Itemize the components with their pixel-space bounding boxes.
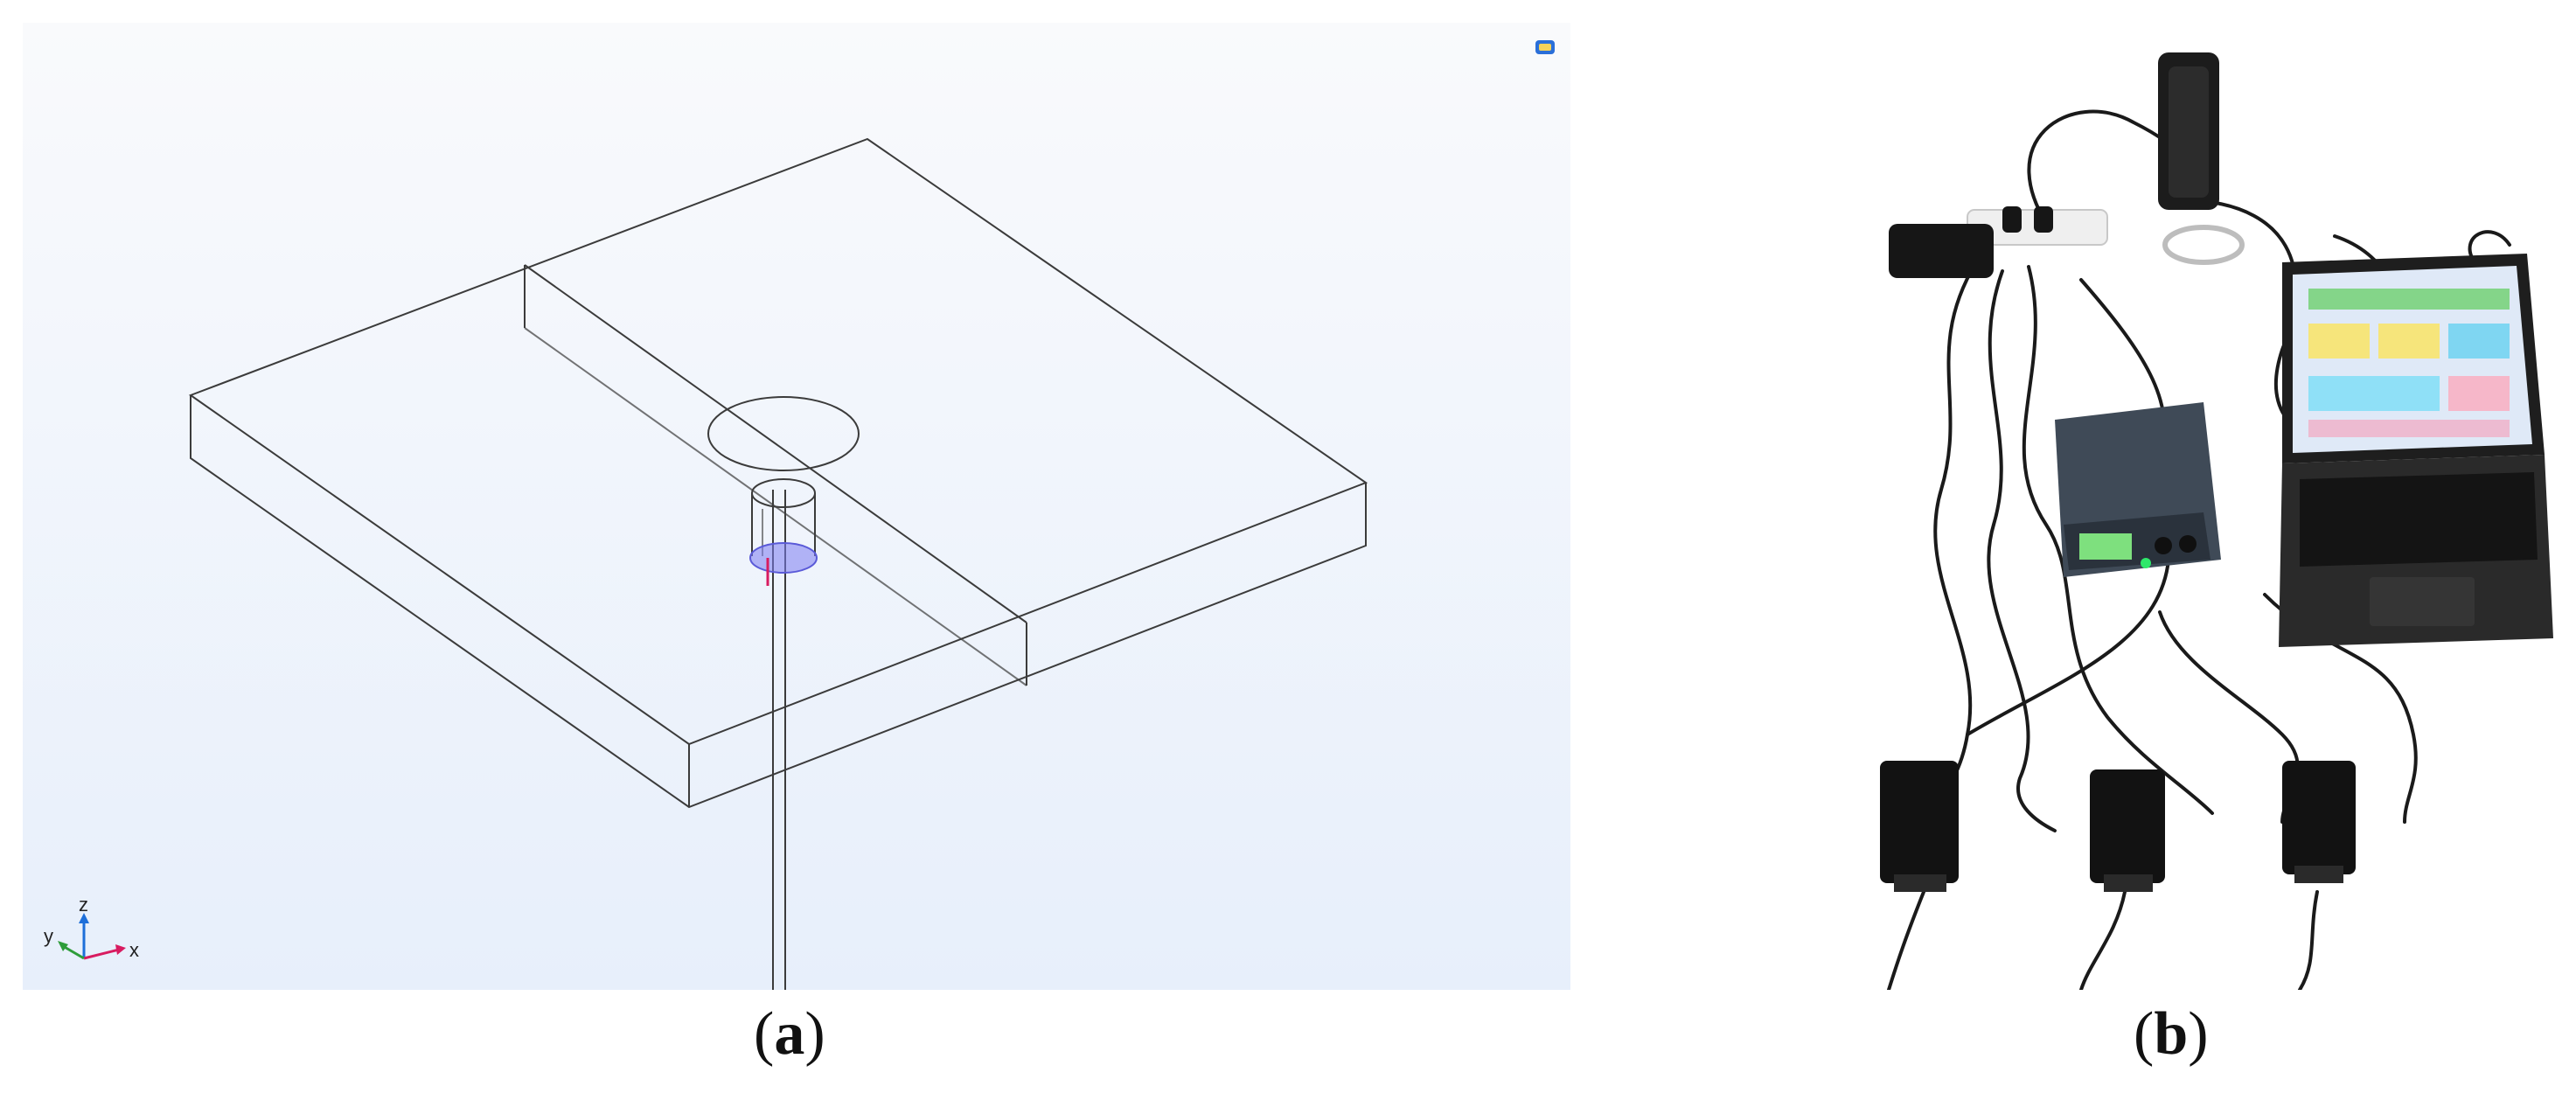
wireframe-model: z x y — [44, 40, 1555, 990]
sensor-node-left — [1880, 761, 1959, 892]
power-adapters — [1889, 224, 1994, 278]
viewport-toggle-icon[interactable] — [1535, 40, 1555, 54]
simulation-viewport: z x y — [23, 23, 1570, 990]
feed-cylinder-top — [751, 478, 816, 508]
axis-x-label: x — [129, 939, 139, 961]
axis-triad: z x y — [44, 894, 139, 961]
caption-a: (a) — [754, 1000, 825, 1068]
sensor-node-middle — [2090, 769, 2165, 892]
signal-acquisition-unit — [2055, 402, 2221, 577]
axis-z-label: z — [79, 894, 88, 916]
caption-b: (b) — [2134, 1000, 2209, 1068]
sensor-node-right — [2282, 761, 2356, 883]
plug-1 — [2002, 206, 2022, 233]
experimental-setup-photo — [1793, 35, 2571, 990]
setup-illustration — [1880, 52, 2553, 990]
axis-y-label: y — [44, 925, 53, 947]
port-disk — [749, 542, 818, 574]
plug-2 — [2034, 206, 2053, 233]
slab-bottom-edges — [190, 395, 1367, 809]
partition-line-top — [524, 264, 1027, 623]
laptop — [2279, 254, 2553, 647]
network-cable-coil — [2162, 225, 2245, 265]
phone-screen — [2169, 66, 2209, 198]
aperture-ellipse — [707, 396, 860, 471]
slab-top-face — [188, 137, 1368, 746]
